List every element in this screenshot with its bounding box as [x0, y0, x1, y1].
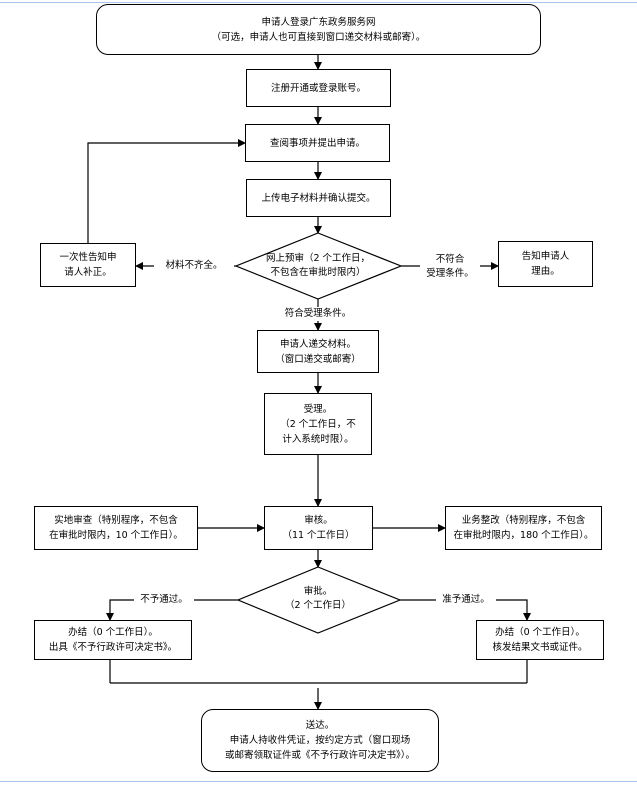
start-line-1: 申请人登录广东政务服务网: [261, 16, 376, 28]
approve-node-text: 审批。 （2 个工作日）: [268, 585, 368, 613]
approve-diamond: [236, 566, 402, 634]
consult-line-1: 查阅事项并提出申请。: [269, 137, 365, 149]
edge-label-not-approved: 不予通过。: [134, 593, 194, 607]
notify-supplement-line-1: 一次性告知申: [59, 252, 117, 263]
page-bottom-edge: [0, 781, 637, 782]
review-line-1: 审核。: [304, 515, 333, 526]
edge-label-incomplete: 材料不齐全。: [154, 259, 234, 273]
conclude-approve-line-2: 核发结果文书或证件。: [492, 642, 588, 653]
deliver-node: 送达。 申请人持收件凭证，按约定方式（窗口现场 或邮寄领取证件或《不予行政许可决…: [201, 709, 439, 772]
arrow-supplement-consult: [87, 139, 246, 243]
rectify-line-2: 在审批时限内，180 个工作日）。: [453, 530, 594, 541]
consult-node: 查阅事项并提出申请。: [245, 124, 390, 162]
submit-materials-line-2: （窗口递交或邮寄）: [275, 353, 361, 365]
deliver-line-2: 申请人持收件凭证，按约定方式（窗口现场: [229, 735, 411, 746]
submit-materials-node: 申请人递交材料。 （窗口递交或邮寄）: [257, 330, 379, 373]
register-line-1: 注册开通或登录账号。: [270, 82, 366, 94]
upload-line-1: 上传电子材料并确认提交。: [261, 192, 376, 204]
conclude-reject-node: 办结（0 个工作日）。 出具《不予行政许可决定书》。: [34, 620, 192, 660]
edge-label-not-meet-line-1: 不符合: [435, 254, 465, 265]
notify-reason-node: 告知申请人 理由。: [498, 241, 593, 287]
prereview-line-2: 不包含在审批时限内）: [270, 267, 366, 278]
accept-line-1: 受理。: [303, 403, 333, 415]
start-node: 申请人登录广东政务服务网 （可选，申请人也可直接到窗口递交材料或邮寄）。: [96, 4, 541, 55]
edge-label-incomplete-text: 材料不齐全。: [165, 260, 223, 271]
edge-label-meet-text: 符合受理条件。: [284, 308, 352, 319]
submit-materials-line-1: 申请人递交材料。: [279, 338, 356, 350]
notify-reason-line-1: 告知申请人: [521, 251, 570, 262]
rectify-node: 业务整改（特别程序，不包含 在审批时限内，180 个工作日）。: [445, 506, 602, 550]
edge-label-not-approved-text: 不予通过。: [140, 594, 188, 605]
page-top-edge: [0, 2, 637, 3]
upload-node: 上传电子材料并确认提交。: [246, 179, 391, 217]
prereview-diamond: [234, 232, 403, 300]
conclude-approve-node: 办结（0 个工作日）。 核发结果文书或证件。: [476, 620, 604, 660]
site-check-line-2: 在审批时限内，10 个工作日）。: [49, 530, 183, 541]
prereview-node-text: 网上预审（2 个工作日， 不包含在审批时限内）: [248, 252, 388, 280]
review-node: 审核。 （11 个工作日）: [264, 506, 373, 550]
rectify-line-1: 业务整改（特别程序，不包含: [461, 515, 586, 526]
start-line-2: （可选，申请人也可直接到窗口递交材料或邮寄）。: [211, 31, 426, 43]
edge-label-not-meet: 不符合 受理条件。: [420, 253, 480, 281]
register-node: 注册开通或登录账号。: [246, 69, 391, 107]
site-check-node: 实地审查（特别程序，不包含 在审批时限内，10 个工作日）。: [34, 506, 198, 550]
notify-supplement-node: 一次性告知申 请人补正。: [40, 243, 136, 287]
edge-label-meet: 符合受理条件。: [270, 307, 366, 321]
accept-node: 受理。 （2 个工作日，不 计入系统时限）。: [264, 393, 372, 455]
arrow-approve-reject: [106, 599, 238, 621]
notify-supplement-line-2: 请人补正。: [64, 267, 112, 278]
edge-label-approved-text: 准予通过。: [442, 594, 490, 605]
edge-label-approved: 准予通过。: [436, 593, 496, 607]
edge-label-not-meet-line-2: 受理条件。: [426, 268, 474, 279]
conclude-approve-line-1: 办结（0 个工作日）。: [495, 627, 585, 638]
approve-line-1: 审批。: [303, 586, 333, 597]
accept-line-2: （2 个工作日，不: [280, 418, 356, 430]
deliver-line-3: 或邮寄领取证件或《不予行政许可决定书》）。: [224, 750, 415, 761]
accept-line-3: 计入系统时限）。: [282, 433, 354, 445]
approve-line-2: （2 个工作日）: [284, 600, 352, 611]
deliver-line-1: 送达。: [305, 720, 335, 731]
conclude-reject-line-1: 办结（0 个工作日）。: [68, 627, 158, 638]
site-check-line-1: 实地审查（特别程序，不包含: [54, 515, 178, 526]
conclude-reject-line-2: 出具《不予行政许可决定书》。: [48, 642, 178, 653]
prereview-line-1: 网上预审（2 个工作日，: [265, 253, 371, 264]
notify-reason-line-2: 理由。: [531, 266, 560, 277]
review-line-2: （11 个工作日）: [282, 530, 355, 541]
